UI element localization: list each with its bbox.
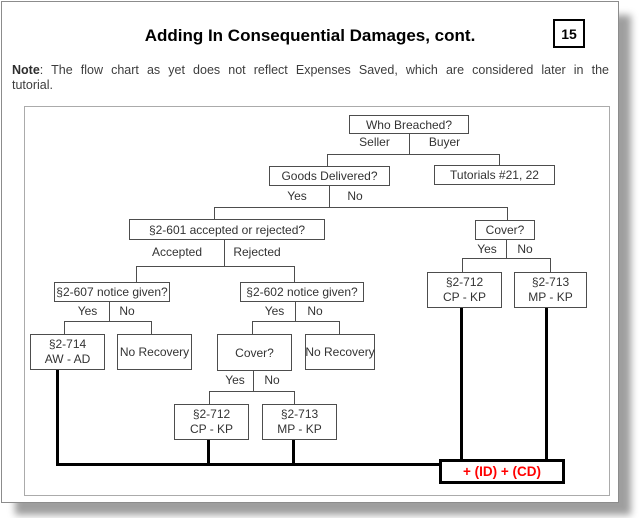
node-line: CP - KP xyxy=(442,290,487,304)
connector-line-thick xyxy=(57,463,439,466)
connector-line xyxy=(109,302,110,321)
connector-line xyxy=(499,154,500,165)
connector-line xyxy=(151,321,152,334)
connector-line xyxy=(214,207,215,219)
connector-line xyxy=(252,321,340,322)
connector-line xyxy=(294,266,295,282)
connector-line xyxy=(329,186,330,207)
node-2-607-notice: §2-607 notice given? xyxy=(54,282,170,302)
connector-line xyxy=(550,258,551,272)
connector-line-thick xyxy=(292,440,295,466)
node-2-713-mid: §2-713 MP - KP xyxy=(262,404,337,440)
note-line-2: tutorial. xyxy=(12,78,53,92)
node-no-recovery-1: No Recovery xyxy=(117,334,192,370)
branch-label-no: No xyxy=(264,373,280,387)
connector-line xyxy=(136,266,295,267)
branch-label-rejected: Rejected xyxy=(233,245,281,259)
node-line: §2-713 xyxy=(280,407,319,421)
connector-line xyxy=(506,240,507,258)
branch-label-no: No xyxy=(307,304,323,318)
node-line: §2-712 xyxy=(445,275,484,289)
connector-line xyxy=(409,133,410,154)
node-2-601-accepted-rejected: §2-601 accepted or rejected? xyxy=(129,219,325,240)
slide-page: Adding In Consequential Damages, cont. 1… xyxy=(1,1,619,503)
connector-line xyxy=(64,321,152,322)
connector-line xyxy=(253,370,254,391)
node-cover-mid: Cover? xyxy=(217,334,292,371)
node-line: §2-713 xyxy=(531,275,570,289)
connector-line xyxy=(294,391,295,404)
connector-line xyxy=(224,240,225,266)
note-label: Note xyxy=(12,63,40,77)
connector-line-thick xyxy=(207,440,210,466)
connector-line xyxy=(209,391,210,404)
connector-line xyxy=(507,207,508,220)
connector-line xyxy=(295,302,296,321)
branch-label-no: No xyxy=(347,189,363,203)
connector-line xyxy=(64,321,65,334)
flowchart-canvas xyxy=(24,106,610,496)
node-line: CP - KP xyxy=(189,422,234,436)
branch-label-yes: Yes xyxy=(477,242,497,256)
connector-line xyxy=(252,321,253,334)
node-goods-delivered: Goods Delivered? xyxy=(269,166,390,186)
node-tutorials: Tutorials #21, 22 xyxy=(434,165,555,185)
connector-line xyxy=(136,266,137,282)
branch-label-yes: Yes xyxy=(287,189,307,203)
note-text: Note: The flow chart as yet does not ref… xyxy=(12,63,609,93)
branch-label-yes: Yes xyxy=(264,304,285,318)
connector-line-thick xyxy=(460,308,463,459)
connector-line-thick xyxy=(545,308,548,459)
node-line: MP - KP xyxy=(277,422,322,436)
node-line: §2-712 xyxy=(192,407,231,421)
branch-label-yes: Yes xyxy=(77,304,98,318)
node-line: MP - KP xyxy=(528,290,573,304)
connector-line xyxy=(339,321,340,334)
branch-label-seller: Seller xyxy=(359,135,390,149)
branch-label-accepted: Accepted xyxy=(151,245,203,259)
connector-line xyxy=(214,207,508,208)
connector-line xyxy=(462,258,551,259)
note-line-1: Note: The flow chart as yet does not ref… xyxy=(12,63,609,78)
node-cover-right: Cover? xyxy=(475,220,535,240)
branch-label-yes: Yes xyxy=(225,373,245,387)
node-2-713-right: §2-713 MP - KP xyxy=(514,272,587,308)
node-who-breached: Who Breached? xyxy=(349,115,469,134)
branch-label-no: No xyxy=(119,304,135,318)
connector-line-thick xyxy=(56,369,59,466)
node-no-recovery-2: No Recovery xyxy=(305,334,375,370)
page-number: 15 xyxy=(561,25,577,42)
node-2-602-notice: §2-602 notice given? xyxy=(240,282,364,302)
connector-line xyxy=(462,258,463,272)
branch-label-buyer: Buyer xyxy=(428,135,461,149)
node-line: AW - AD xyxy=(44,352,91,366)
connector-line xyxy=(327,154,500,155)
node-result-id-cd: + (ID) + (CD) xyxy=(439,459,565,484)
node-2-712-mid: §2-712 CP - KP xyxy=(174,404,249,440)
branch-label-no: No xyxy=(517,242,533,256)
page-title: Adding In Consequential Damages, cont. xyxy=(144,26,476,45)
note-body: : The flow chart as yet does not reflect… xyxy=(39,63,609,77)
connector-line xyxy=(327,154,328,166)
node-2-712-right: §2-712 CP - KP xyxy=(427,272,502,308)
node-2-714: §2-714 AW - AD xyxy=(30,334,105,370)
connector-line xyxy=(209,391,295,392)
page-number-badge: 15 xyxy=(553,19,585,48)
node-line: §2-714 xyxy=(48,337,87,351)
